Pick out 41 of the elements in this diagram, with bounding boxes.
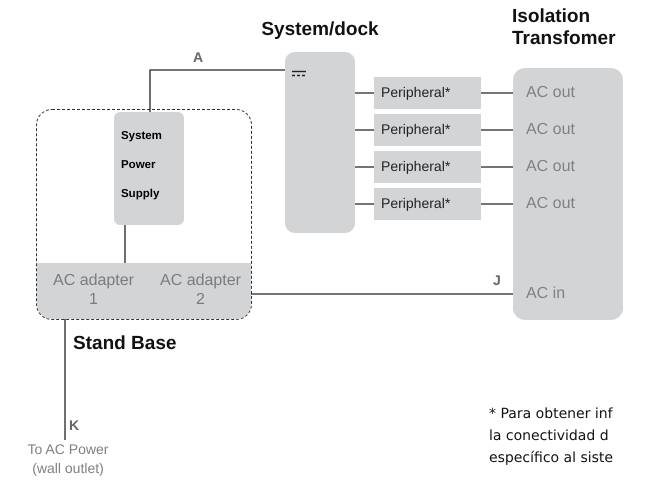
supply-label: System Power Supply — [121, 129, 163, 202]
connector-line — [481, 129, 513, 131]
peripheral-label: Peripheral* — [381, 158, 450, 174]
peripheral-label: Peripheral* — [381, 121, 450, 137]
footnote-line: específico al siste — [489, 449, 614, 468]
port-label: AC out — [526, 84, 575, 102]
peripheral-box — [374, 77, 481, 109]
peripheral-label: Peripheral* — [381, 195, 450, 211]
port-label: AC out — [526, 121, 575, 139]
peripheral-box — [374, 151, 481, 183]
connector-line — [149, 69, 285, 112]
adapter-label: AC adapter 2 — [159, 271, 242, 309]
peripheral-box — [374, 188, 481, 220]
transformer-title: Isolation Transfomer — [512, 6, 616, 50]
connector-line — [124, 225, 126, 263]
power-supply-box — [114, 112, 184, 225]
adapter-section — [150, 263, 251, 319]
connector-line — [355, 129, 374, 131]
port-label: AC out — [526, 158, 575, 176]
edge-label: K — [68, 418, 80, 433]
adapter-section — [37, 263, 150, 319]
dock-title: System/dock — [260, 19, 380, 41]
connector-line — [481, 166, 513, 168]
connector-line — [481, 92, 513, 94]
port-label: AC in — [526, 285, 566, 303]
adapter-label: AC adapter 1 — [52, 271, 135, 309]
connector-line — [251, 293, 513, 295]
footnote-line: * Para obtener inf — [489, 405, 613, 424]
connector-line — [355, 203, 374, 205]
peripheral-box — [374, 114, 481, 146]
footnote-line: la conectividad d — [489, 427, 609, 446]
connector-line — [355, 166, 374, 168]
port-label: AC out — [526, 195, 575, 213]
stand-base-title: Stand Base — [73, 333, 176, 355]
edge-label: J — [492, 273, 502, 288]
edge-label: A — [192, 50, 204, 65]
outlet-label: To AC Power (wall outlet) — [26, 440, 110, 478]
connector-line — [481, 203, 513, 205]
connector-line — [355, 92, 374, 94]
peripheral-label: Peripheral* — [381, 84, 450, 100]
connector-line — [64, 319, 66, 440]
